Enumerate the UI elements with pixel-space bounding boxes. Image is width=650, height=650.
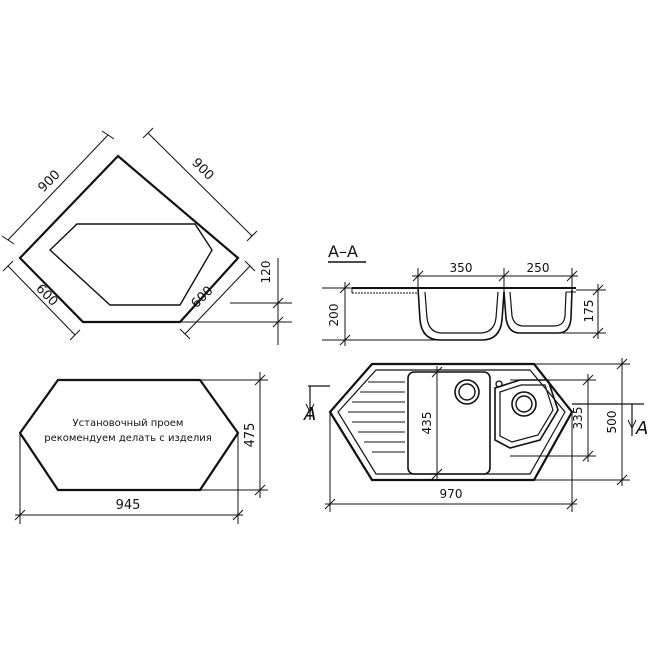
sink-plan-view: 435 335 500 970 A A — [303, 358, 648, 512]
section-label: A–A — [328, 242, 358, 261]
dim-depth-left: 600 — [32, 281, 60, 309]
dim-large-bowl-length: 435 — [420, 412, 434, 435]
dim-sink-width: 970 — [440, 487, 463, 501]
dim-bowl-small-width: 250 — [527, 261, 550, 275]
cutout-note-line1: Установочный проем — [73, 418, 184, 429]
dim-cutout-width: 945 — [116, 498, 141, 513]
dim-thickness: 120 — [259, 261, 273, 284]
dim-bowl-large-width: 350 — [450, 261, 473, 275]
dim-side-left: 900 — [35, 167, 63, 195]
section-marker-right: A — [635, 418, 648, 439]
dim-side-right: 900 — [188, 155, 216, 183]
section-view: A–A 200 350 250 — [322, 242, 606, 346]
dim-small-bowl-length: 335 — [571, 407, 585, 430]
cutout-note-line2: рекомендуем делать с изделия — [44, 433, 212, 444]
cabinet-plan-view: 900 900 600 600 120 — [1, 127, 292, 345]
dim-section-height: 200 — [327, 304, 341, 327]
dim-sink-depth: 500 — [605, 411, 619, 434]
dim-cutout-height: 475 — [243, 423, 258, 448]
drainboard-grooves — [348, 381, 405, 453]
section-marker-left: A — [303, 404, 316, 425]
dim-bowl-small-depth: 175 — [582, 300, 596, 323]
cutout-view: Установочный проем рекомендуем делать с … — [14, 372, 268, 524]
